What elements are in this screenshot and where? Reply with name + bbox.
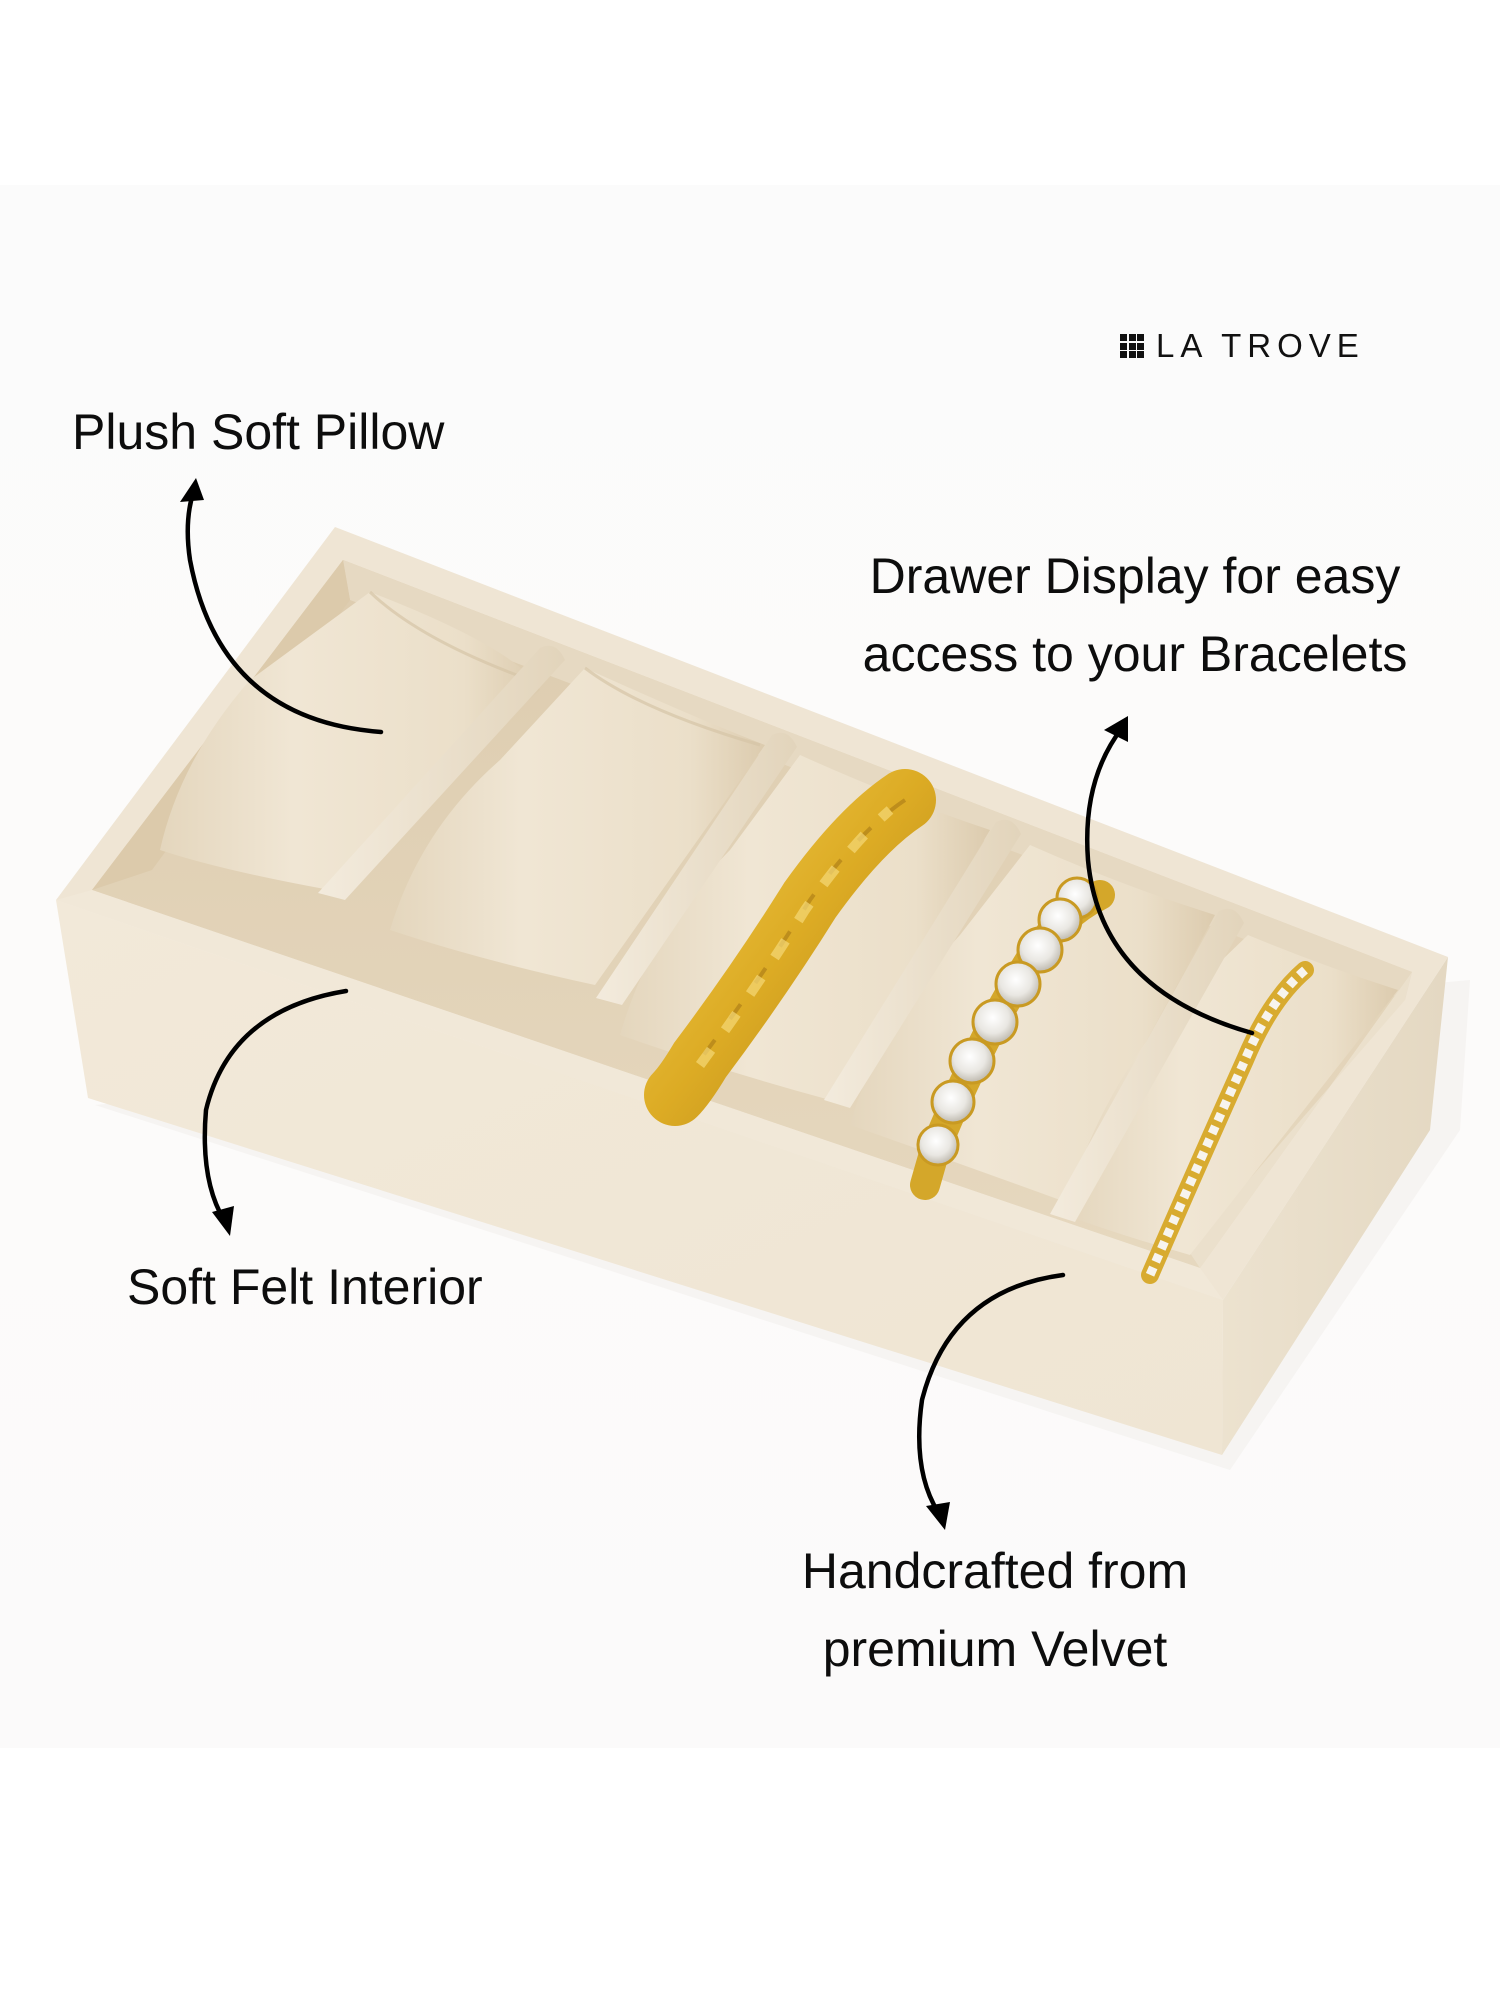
pillow-slot-2 xyxy=(390,666,765,985)
callout-plush-pillow-text: Plush Soft Pillow xyxy=(72,404,445,460)
handcrafted-arrow-icon xyxy=(916,1272,1066,1515)
tray-divider-3 xyxy=(824,819,1021,1108)
callout-handcrafted-line1: Handcrafted from xyxy=(801,1543,1189,1599)
callout-handcrafted-line2: premium Velvet xyxy=(822,1621,1168,1677)
callout-plush-pillow: Plush Soft Pillow xyxy=(72,393,444,471)
tray-front-face xyxy=(56,900,1223,1455)
tray-right-face xyxy=(1222,957,1448,1455)
pillow-slot-1 xyxy=(160,590,540,890)
drawer-display-arrow-icon xyxy=(1085,725,1255,1036)
drawer-display-arrowhead-icon xyxy=(1104,716,1128,742)
tray-divider-2 xyxy=(596,732,797,1005)
brand-name: LA TROVE xyxy=(1156,327,1365,364)
pave-bangle xyxy=(1141,961,1314,1284)
velvet-tray xyxy=(56,527,1448,1455)
callout-soft-felt: Soft Felt Interior xyxy=(127,1248,483,1326)
callout-drawer-display: Drawer Display for easy access to your B… xyxy=(800,537,1470,693)
brand-logo: LA TROVE xyxy=(1120,329,1365,363)
plush-pillow-arrow-icon xyxy=(185,487,384,735)
soft-felt-arrowhead-icon xyxy=(212,1206,234,1236)
callout-soft-felt-text: Soft Felt Interior xyxy=(127,1259,483,1315)
callout-drawer-display-line2: access to your Bracelets xyxy=(862,626,1408,682)
cuban-chain-bracelet xyxy=(644,769,936,1126)
soft-felt-arrow-icon xyxy=(202,988,349,1223)
callout-drawer-display-line1: Drawer Display for easy xyxy=(869,548,1401,604)
plush-pillow-arrowhead-icon xyxy=(180,478,204,502)
tray-divider-4 xyxy=(1050,908,1244,1222)
tray-back-wall xyxy=(343,560,1412,1000)
tennis-bracelet xyxy=(910,876,1115,1200)
callout-handcrafted: Handcrafted from premium Velvet xyxy=(740,1532,1250,1688)
tray-divider-1 xyxy=(318,645,565,900)
handcrafted-arrowhead-icon xyxy=(926,1502,950,1530)
grid-3x3-icon xyxy=(1120,334,1144,358)
tray-right-wall xyxy=(1188,972,1412,1268)
